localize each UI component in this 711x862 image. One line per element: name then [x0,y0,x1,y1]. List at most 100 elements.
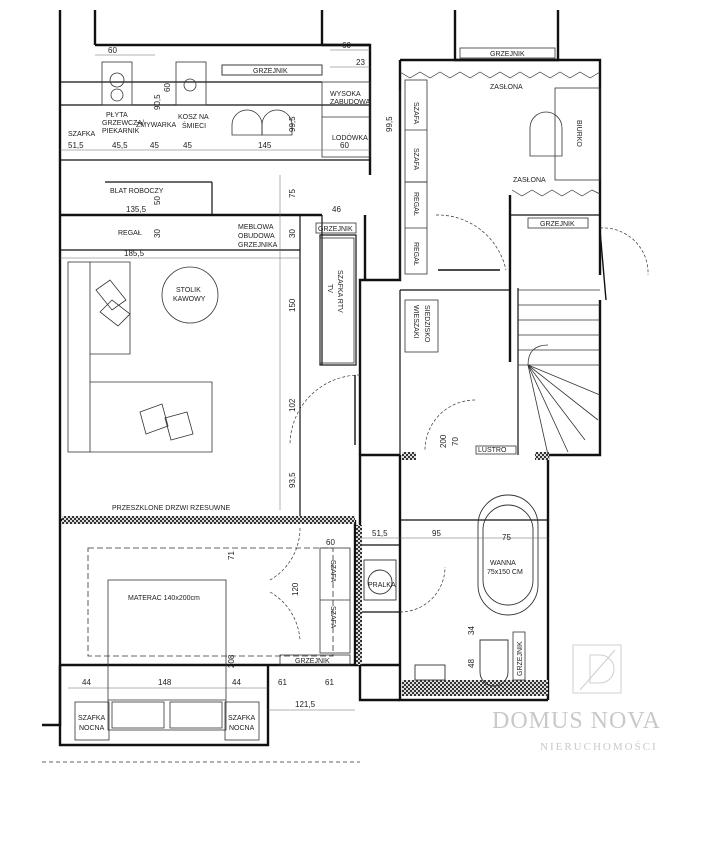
label-plyta-2: GRZEWCZA/ [102,120,144,127]
living-labels: STOLIK KAWOWY MEBLOWA OBUDOWA GRZEJNIKA … [112,224,343,512]
label-szafa-bed-2: SZAFA [329,606,336,629]
bathroom [363,494,539,687]
dim-148: 148 [158,678,172,687]
label-wanna: WANNA [490,560,516,567]
label-nocna-l-2: NOCNA [79,725,105,732]
label-regal-kitchen: REGAŁ [118,230,142,237]
label-szafka-rtv: SZAFKA RTV [336,270,343,313]
dim-45-a: 45 [150,141,159,150]
dim-44-a: 44 [82,678,91,687]
label-siedzisko: SIEDZISKO [423,305,430,343]
dim-71: 71 [227,551,236,560]
dimension-labels: 60 60 23 51,5 45,5 45 45 145 60 90,5 60 … [68,41,511,709]
curtain-zigzag [399,71,601,280]
dim-51-5-b: 51,5 [372,529,388,538]
hall: WIESZAKI SIEDZISKO LUSTRO [404,299,517,455]
kitchen-units [101,61,371,158]
label-nocna-r-1: SZAFKA [228,715,256,722]
dim-30-b: 30 [288,229,297,238]
dim-61-b: 61 [325,678,334,687]
bathroom-labels: WANNA 75x150 CM PRALKA [368,560,523,589]
label-nocna-r-2: NOCNA [229,725,255,732]
dim-51-5-k: 51,5 [68,141,84,150]
dim-95: 95 [432,529,441,538]
dim-99-5-a: 99,5 [288,116,297,132]
dim-70: 70 [451,437,460,446]
dim-121-5: 121,5 [295,700,316,709]
dim-145: 145 [258,141,272,150]
dim-45-5: 45,5 [112,141,128,150]
dim-75: 75 [288,189,297,198]
dim-46: 46 [332,205,341,214]
label-szafa-office-1: SZAFA [412,102,419,125]
label-szafa-bed-1: SZAFA [329,560,336,583]
label-szafka-kitchen: SZAFKA [68,131,96,138]
brand-watermark: DOMUS NOVA NIERUCHOMOŚCI [492,644,661,753]
label-plyta-1: PŁYTA [106,112,128,119]
bedroom-labels: MATERAC 140x200cm SZAFA SZAFA SZAFKA NOC… [78,560,336,732]
dim-60-right: 60 [342,41,351,50]
label-stolik-1: STOLIK [176,287,201,294]
hatched-walls [62,452,549,696]
label-grzejnik-bath: GRZEJNIK [517,641,524,676]
living-furniture [67,237,355,453]
dim-23: 23 [356,58,365,67]
dimension-lines [60,49,548,711]
label-meblowa-2: OBUDOWA [238,233,275,240]
label-grzejnik-stairs: GRZEJNIK [540,221,575,228]
label-stolik-2: KAWOWY [173,296,206,303]
label-grzejnik-office: GRZEJNIK [490,51,525,58]
dim-60-top: 60 [108,46,117,55]
dim-102: 102 [288,398,297,412]
label-meblowa-1: MEBLOWA [238,224,274,231]
dim-93-5: 93,5 [288,472,297,488]
label-wysoka-2: ZABUDOWA [330,99,371,106]
doors [269,214,649,641]
dim-120: 120 [291,582,300,596]
label-materac: MATERAC 140x200cm [128,595,200,602]
dim-90-5: 90,5 [153,94,162,110]
dim-60-b: 60 [326,538,335,547]
dim-150: 150 [288,298,297,312]
label-grzejnik-living: GRZEJNIK [318,226,353,233]
label-pralka: PRALKA [368,582,396,589]
dim-135-5: 135,5 [126,205,147,214]
label-zaslona-top: ZASŁONA [490,84,523,91]
label-regal-office-2: REGAŁ [412,242,419,266]
office-furniture [404,79,601,275]
dim-60-v: 60 [163,83,172,92]
label-meblowa-3: GRZEJNIKA [238,242,278,249]
label-kosz-1: KOSZ NA [178,114,209,121]
staircase [518,289,601,456]
label-lustro: LUSTRO [478,447,507,454]
brand-logo-icon [572,644,622,694]
dim-61-a: 61 [278,678,287,687]
dim-60-k: 60 [340,141,349,150]
label-lodowka: LODÓWKA [332,133,368,142]
label-zmywarka: ZMYWARKA [136,122,177,129]
label-blat: BLAT ROBOCZY [110,188,164,195]
dim-200: 200 [439,434,448,448]
label-zaslona-mid: ZASŁONA [513,177,546,184]
label-plyta-3: PIEKARNIK [102,128,140,135]
interior-walls [60,81,600,613]
radiators: GRZEJNIK GRZEJNIK GRZEJNIK GRZEJNIK GRZE… [221,47,589,681]
dim-50: 50 [153,196,162,205]
label-tv: TV [326,284,333,293]
brand-name: DOMUS NOVA [492,708,661,734]
dim-75-bath: 75 [502,533,511,542]
label-przeszklone: PRZESZKLONE DRZWI RZESUWNE [112,505,231,512]
label-wanna-size: 75x150 CM [487,569,523,576]
brand-tagline: NIERUCHOMOŚCI [540,741,658,753]
label-wieszaki: WIESZAKI [412,305,419,339]
office-labels: ZASŁONA ZASŁONA BIURKO SZAFA SZAFA REGAŁ… [412,84,582,266]
dim-48: 48 [467,659,476,668]
label-biurko: BIURKO [575,120,582,147]
dim-44-b: 44 [232,678,241,687]
dim-34: 34 [467,626,476,635]
kitchen-labels: SZAFKA PŁYTA GRZEWCZA/ PIEKARNIK ZMYWARK… [68,91,371,237]
dim-208: 208 [227,654,236,668]
label-nocna-l-1: SZAFKA [78,715,106,722]
label-regal-office-1: REGAŁ [412,192,419,216]
